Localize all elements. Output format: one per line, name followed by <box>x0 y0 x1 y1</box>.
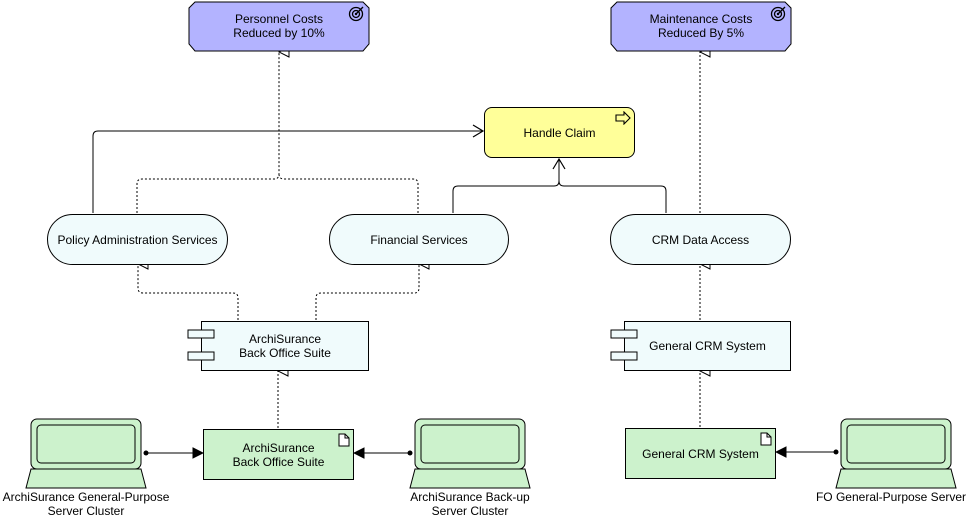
component-label-line2: Back Office Suite <box>239 346 331 360</box>
artifact-label: General CRM System <box>642 446 759 461</box>
device-label-line1: FO General-Purpose Server <box>815 490 967 504</box>
component-label: General CRM System <box>649 339 766 353</box>
component-backoffice-suite[interactable]: ArchiSurance Back Office Suite <box>201 321 369 371</box>
component-label-line1: ArchiSurance <box>248 332 322 346</box>
process-arrow-icon <box>615 111 631 125</box>
component-general-crm[interactable]: General CRM System <box>624 321 791 371</box>
artifact-label: ArchiSurance Back Office Suite <box>233 441 325 469</box>
artifact-backoffice-suite[interactable]: ArchiSurance Back Office Suite <box>203 429 354 480</box>
goal-maintenance-line1: Maintenance Costs <box>649 12 753 26</box>
component-icon <box>610 329 638 361</box>
service-crm-data-access[interactable]: CRM Data Access <box>610 214 791 265</box>
artifact-label-line2: Back Office Suite <box>232 454 325 469</box>
service-financial[interactable]: Financial Services <box>329 214 509 265</box>
device-fo-server-label: FO General-Purpose Server <box>811 490 971 504</box>
service-label: CRM Data Access <box>651 232 750 247</box>
process-handle-claim[interactable]: Handle Claim <box>484 107 635 158</box>
artifact-document-icon <box>760 432 772 446</box>
artifact-general-crm[interactable]: General CRM System <box>625 428 776 479</box>
goal-personnel-line2: Reduced by 10% <box>233 26 325 40</box>
realization-backoffice-to-policy <box>138 264 239 320</box>
artifact-document-icon <box>338 433 350 447</box>
device-general-cluster-label: ArchiSurance General-Purpose Server Clus… <box>0 490 172 518</box>
device-label-line2: Server Cluster <box>431 504 509 518</box>
realization-financial-to-personnel-goal <box>278 173 419 213</box>
serving-policy-to-handle-claim <box>92 124 485 213</box>
goal-maintenance-costs[interactable]: Maintenance Costs Reduced By 5% <box>611 12 791 40</box>
service-label: Financial Services <box>370 232 468 247</box>
realization-backoffice-to-financial <box>315 264 419 320</box>
process-label: Handle Claim <box>523 125 596 140</box>
device-label-line2: Server Cluster <box>47 504 125 518</box>
device-icon[interactable] <box>409 418 531 494</box>
component-icon <box>187 329 215 361</box>
goal-target-icon <box>770 6 786 22</box>
component-label: ArchiSurance Back Office Suite <box>239 332 331 360</box>
service-policy-administration[interactable]: Policy Administration Services <box>47 214 228 265</box>
device-backup-cluster-label: ArchiSurance Back-up Server Cluster <box>395 490 545 518</box>
artifact-label-line1: ArchiSurance <box>242 440 315 455</box>
device-icon[interactable] <box>25 418 147 494</box>
device-icon[interactable] <box>835 418 957 494</box>
goal-personnel-costs[interactable]: Personnel Costs Reduced by 10% <box>189 12 369 40</box>
service-label: Policy Administration Services <box>57 232 218 247</box>
serving-crm-to-handle-claim <box>558 180 667 213</box>
goal-target-icon <box>348 6 364 22</box>
serving-financial-to-handle-claim <box>452 157 566 213</box>
device-label-line1: ArchiSurance Back-up <box>410 490 530 504</box>
device-label-line1: ArchiSurance General-Purpose <box>2 490 170 504</box>
realization-policy-to-personnel-goal <box>136 52 279 213</box>
goal-personnel-line1: Personnel Costs <box>234 12 324 26</box>
goal-maintenance-line2: Reduced By 5% <box>657 26 745 40</box>
